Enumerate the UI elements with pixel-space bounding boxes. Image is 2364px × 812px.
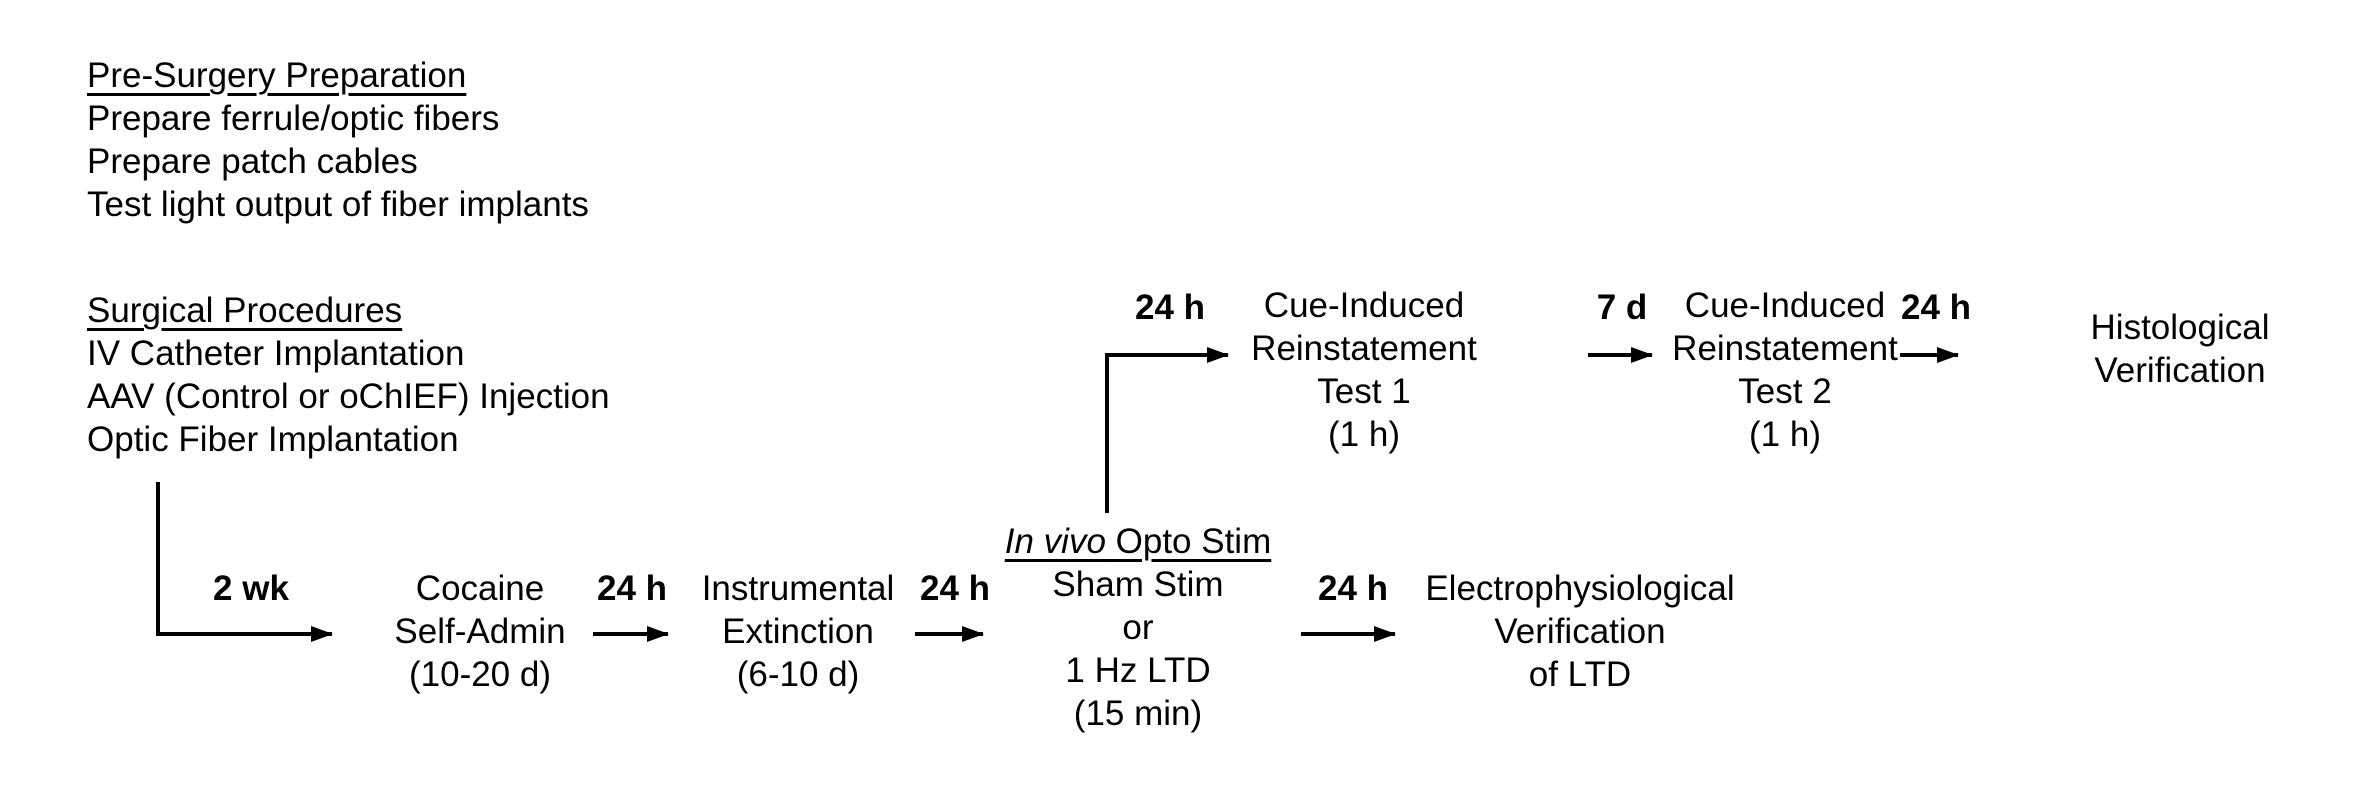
interval-label-24h-4: 24 h: [1900, 288, 1972, 327]
node-line: Instrumental: [701, 569, 895, 608]
node-line: 1 Hz LTD: [1065, 651, 1211, 690]
node-line: Self-Admin: [394, 612, 566, 651]
node-histological-verification: Histological Verification: [2091, 306, 2270, 392]
node-line: Electrophysiological: [1425, 569, 1735, 608]
node-cocaine-self-admin: Cocaine Self-Admin (10-20 d): [394, 567, 565, 696]
opto-stim-title: In vivo Opto Stim: [1005, 520, 1271, 563]
node-line: Test 1: [1317, 372, 1411, 411]
opto-stim-title-italic: In vivo: [1004, 522, 1106, 561]
pre-surgery-item: Prepare patch cables: [87, 142, 418, 181]
interval-label-24h-5: 24 h: [1317, 569, 1389, 608]
node-line: Reinstatement: [1251, 329, 1477, 368]
node-line: Extinction: [722, 612, 874, 651]
arrow-opto-stim-to-test1: [1105, 347, 1229, 513]
interval-label-2wk: 2 wk: [213, 569, 289, 608]
node-line: (10-20 d): [408, 655, 552, 694]
node-reinstatement-test1: Cue-Induced Reinstatement Test 1 (1 h): [1251, 284, 1477, 456]
node-reinstatement-test2: Cue-Induced Reinstatement Test 2 (1 h): [1672, 284, 1898, 456]
node-line: Verification: [2094, 351, 2266, 390]
surgical-procedures-title: Surgical Procedures: [87, 291, 403, 330]
arrow-surgery-to-self-admin: [156, 482, 333, 642]
interval-label-24h-1: 24 h: [596, 569, 668, 608]
node-in-vivo-opto-stim: In vivo Opto Stim Sham Stim or 1 Hz LTD …: [1005, 520, 1271, 735]
pre-surgery-section: Pre-Surgery Preparation Prepare ferrule/…: [87, 54, 589, 226]
node-line: Cocaine: [415, 569, 545, 608]
pre-surgery-item: Prepare ferrule/optic fibers: [87, 99, 500, 138]
node-line: or: [1122, 608, 1154, 647]
node-line: of LTD: [1528, 655, 1632, 694]
node-line: Cue-Induced: [1684, 286, 1886, 325]
interval-label-7d: 7 d: [1596, 288, 1648, 327]
node-line: (15 min): [1073, 694, 1203, 733]
surgical-item: Optic Fiber Implantation: [87, 420, 459, 459]
node-line: (1 h): [1749, 415, 1821, 454]
surgical-procedures-section: Surgical Procedures IV Catheter Implanta…: [87, 289, 610, 461]
node-line: Sham Stim: [1052, 565, 1224, 604]
pre-surgery-title: Pre-Surgery Preparation: [87, 56, 467, 95]
surgical-item: IV Catheter Implantation: [87, 334, 465, 373]
node-electrophysiological-verification: Electrophysiological Verification of LTD: [1425, 567, 1734, 696]
opto-stim-title-rest: Opto Stim: [1105, 522, 1272, 561]
node-instrumental-extinction: Instrumental Extinction (6-10 d): [702, 567, 895, 696]
interval-label-24h-3: 24 h: [1134, 288, 1206, 327]
node-line: Verification: [1494, 612, 1666, 651]
interval-label-24h-2: 24 h: [919, 569, 991, 608]
node-line: Reinstatement: [1672, 329, 1898, 368]
node-line: (1 h): [1328, 415, 1400, 454]
node-line: Histological: [2090, 308, 2270, 347]
node-line: Cue-Induced: [1263, 286, 1465, 325]
node-line: Test 2: [1738, 372, 1832, 411]
pre-surgery-item: Test light output of fiber implants: [87, 185, 589, 224]
node-line: (6-10 d): [736, 655, 860, 694]
surgical-item: AAV (Control or oChIEF) Injection: [87, 377, 610, 416]
